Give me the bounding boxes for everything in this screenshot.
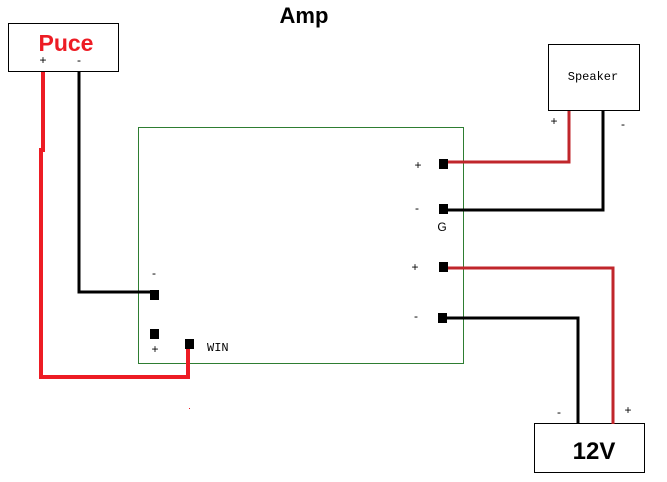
wire-amp-to-speaker-minus (443, 111, 605, 212)
speaker-box (548, 44, 640, 111)
speaker-minus-label: - (621, 117, 625, 131)
power-minus-label: - (557, 405, 561, 419)
amp-board (138, 127, 464, 364)
power-label: 12V (573, 438, 616, 465)
wire-amp-to-power-minus (443, 316, 580, 424)
amp-ground-label: G (437, 220, 446, 234)
power-plus-label: + (624, 403, 631, 417)
wire-puce-minus-to-input (77, 72, 155, 294)
amp-speaker-plus-label: + (414, 158, 421, 172)
terminal-input-plus (150, 329, 159, 339)
stray-dot (189, 408, 190, 409)
terminal-speaker-out-plus (439, 159, 448, 169)
amp-input-minus-label: - (152, 266, 156, 280)
puce-box (8, 23, 119, 72)
speaker-label: Speaker (568, 70, 618, 84)
terminal-win (185, 339, 194, 349)
terminal-input-minus (150, 290, 159, 300)
power-box (534, 423, 645, 473)
terminal-power-in-plus (439, 262, 448, 272)
wire-amp-to-power-plus (443, 266, 615, 424)
puce-plus-label: + (39, 53, 46, 67)
terminal-power-in-minus (438, 313, 447, 323)
amp-win-label: WIN (207, 341, 229, 355)
diagram-title: Amp (280, 3, 329, 28)
amp-power-plus-label: + (411, 260, 418, 274)
amp-speaker-minus-label: - (415, 201, 419, 215)
puce-minus-label: - (77, 53, 81, 67)
speaker-plus-label: + (550, 114, 557, 128)
amp-power-minus-label: - (414, 309, 418, 323)
wire-amp-to-speaker-plus (443, 111, 571, 164)
puce-label: Puce (39, 30, 94, 56)
amp-input-plus-label: + (151, 342, 158, 356)
terminal-speaker-out-minus (439, 204, 448, 214)
wire-puce-plus-to-win (39, 72, 190, 379)
